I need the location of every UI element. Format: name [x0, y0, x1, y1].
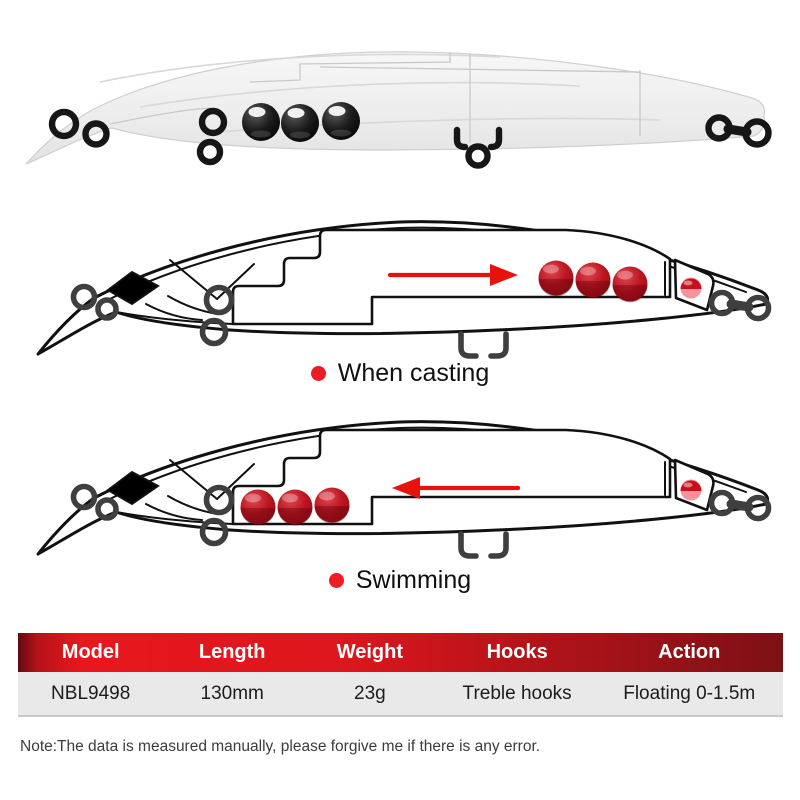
weight-balls-front — [240, 487, 350, 526]
arrow-right — [387, 264, 518, 286]
casting-caption-text: When casting — [337, 359, 490, 387]
belly-hook-hanger — [453, 126, 503, 169]
cell-weight: 23g — [354, 682, 386, 704]
col-length: Length — [198, 641, 266, 663]
cell-action: Floating 0-1.5m — [623, 682, 756, 704]
col-model: Model — [61, 641, 120, 663]
when-casting-diagram — [20, 202, 780, 362]
spec-table: Model Length Weight Hooks Action NBL9498… — [18, 633, 783, 717]
col-hooks: Hooks — [486, 641, 548, 663]
red-bullet-icon — [310, 366, 326, 381]
tail-eyelet — [705, 114, 772, 148]
weight-balls-rear — [538, 260, 648, 303]
note-text: Note:The data is measured manually, plea… — [20, 738, 541, 755]
col-action: Action — [658, 641, 721, 663]
spec-table-header: Model Length Weight Hooks Action — [18, 633, 783, 672]
arrow-left — [392, 477, 521, 499]
tail-ball — [680, 479, 702, 501]
nose-split-rings — [48, 108, 110, 148]
product-photo — [25, 51, 772, 169]
swimming-caption: Swimming — [0, 566, 800, 595]
cell-model: NBL9498 — [51, 682, 131, 704]
red-bullet-icon — [328, 573, 344, 588]
cell-length: 130mm — [200, 682, 264, 704]
cell-hooks: Treble hooks — [462, 682, 572, 704]
swimming-caption-text: Swimming — [355, 566, 472, 594]
spec-table-row: NBL9498 130mm 23g Treble hooks Floating … — [18, 672, 783, 717]
casting-caption: When casting — [0, 359, 800, 388]
belly-swivel — [196, 107, 228, 166]
black-weight-balls — [242, 102, 360, 142]
swimming-diagram — [20, 402, 780, 562]
col-weight: Weight — [336, 641, 404, 663]
tail-ball — [680, 277, 702, 299]
